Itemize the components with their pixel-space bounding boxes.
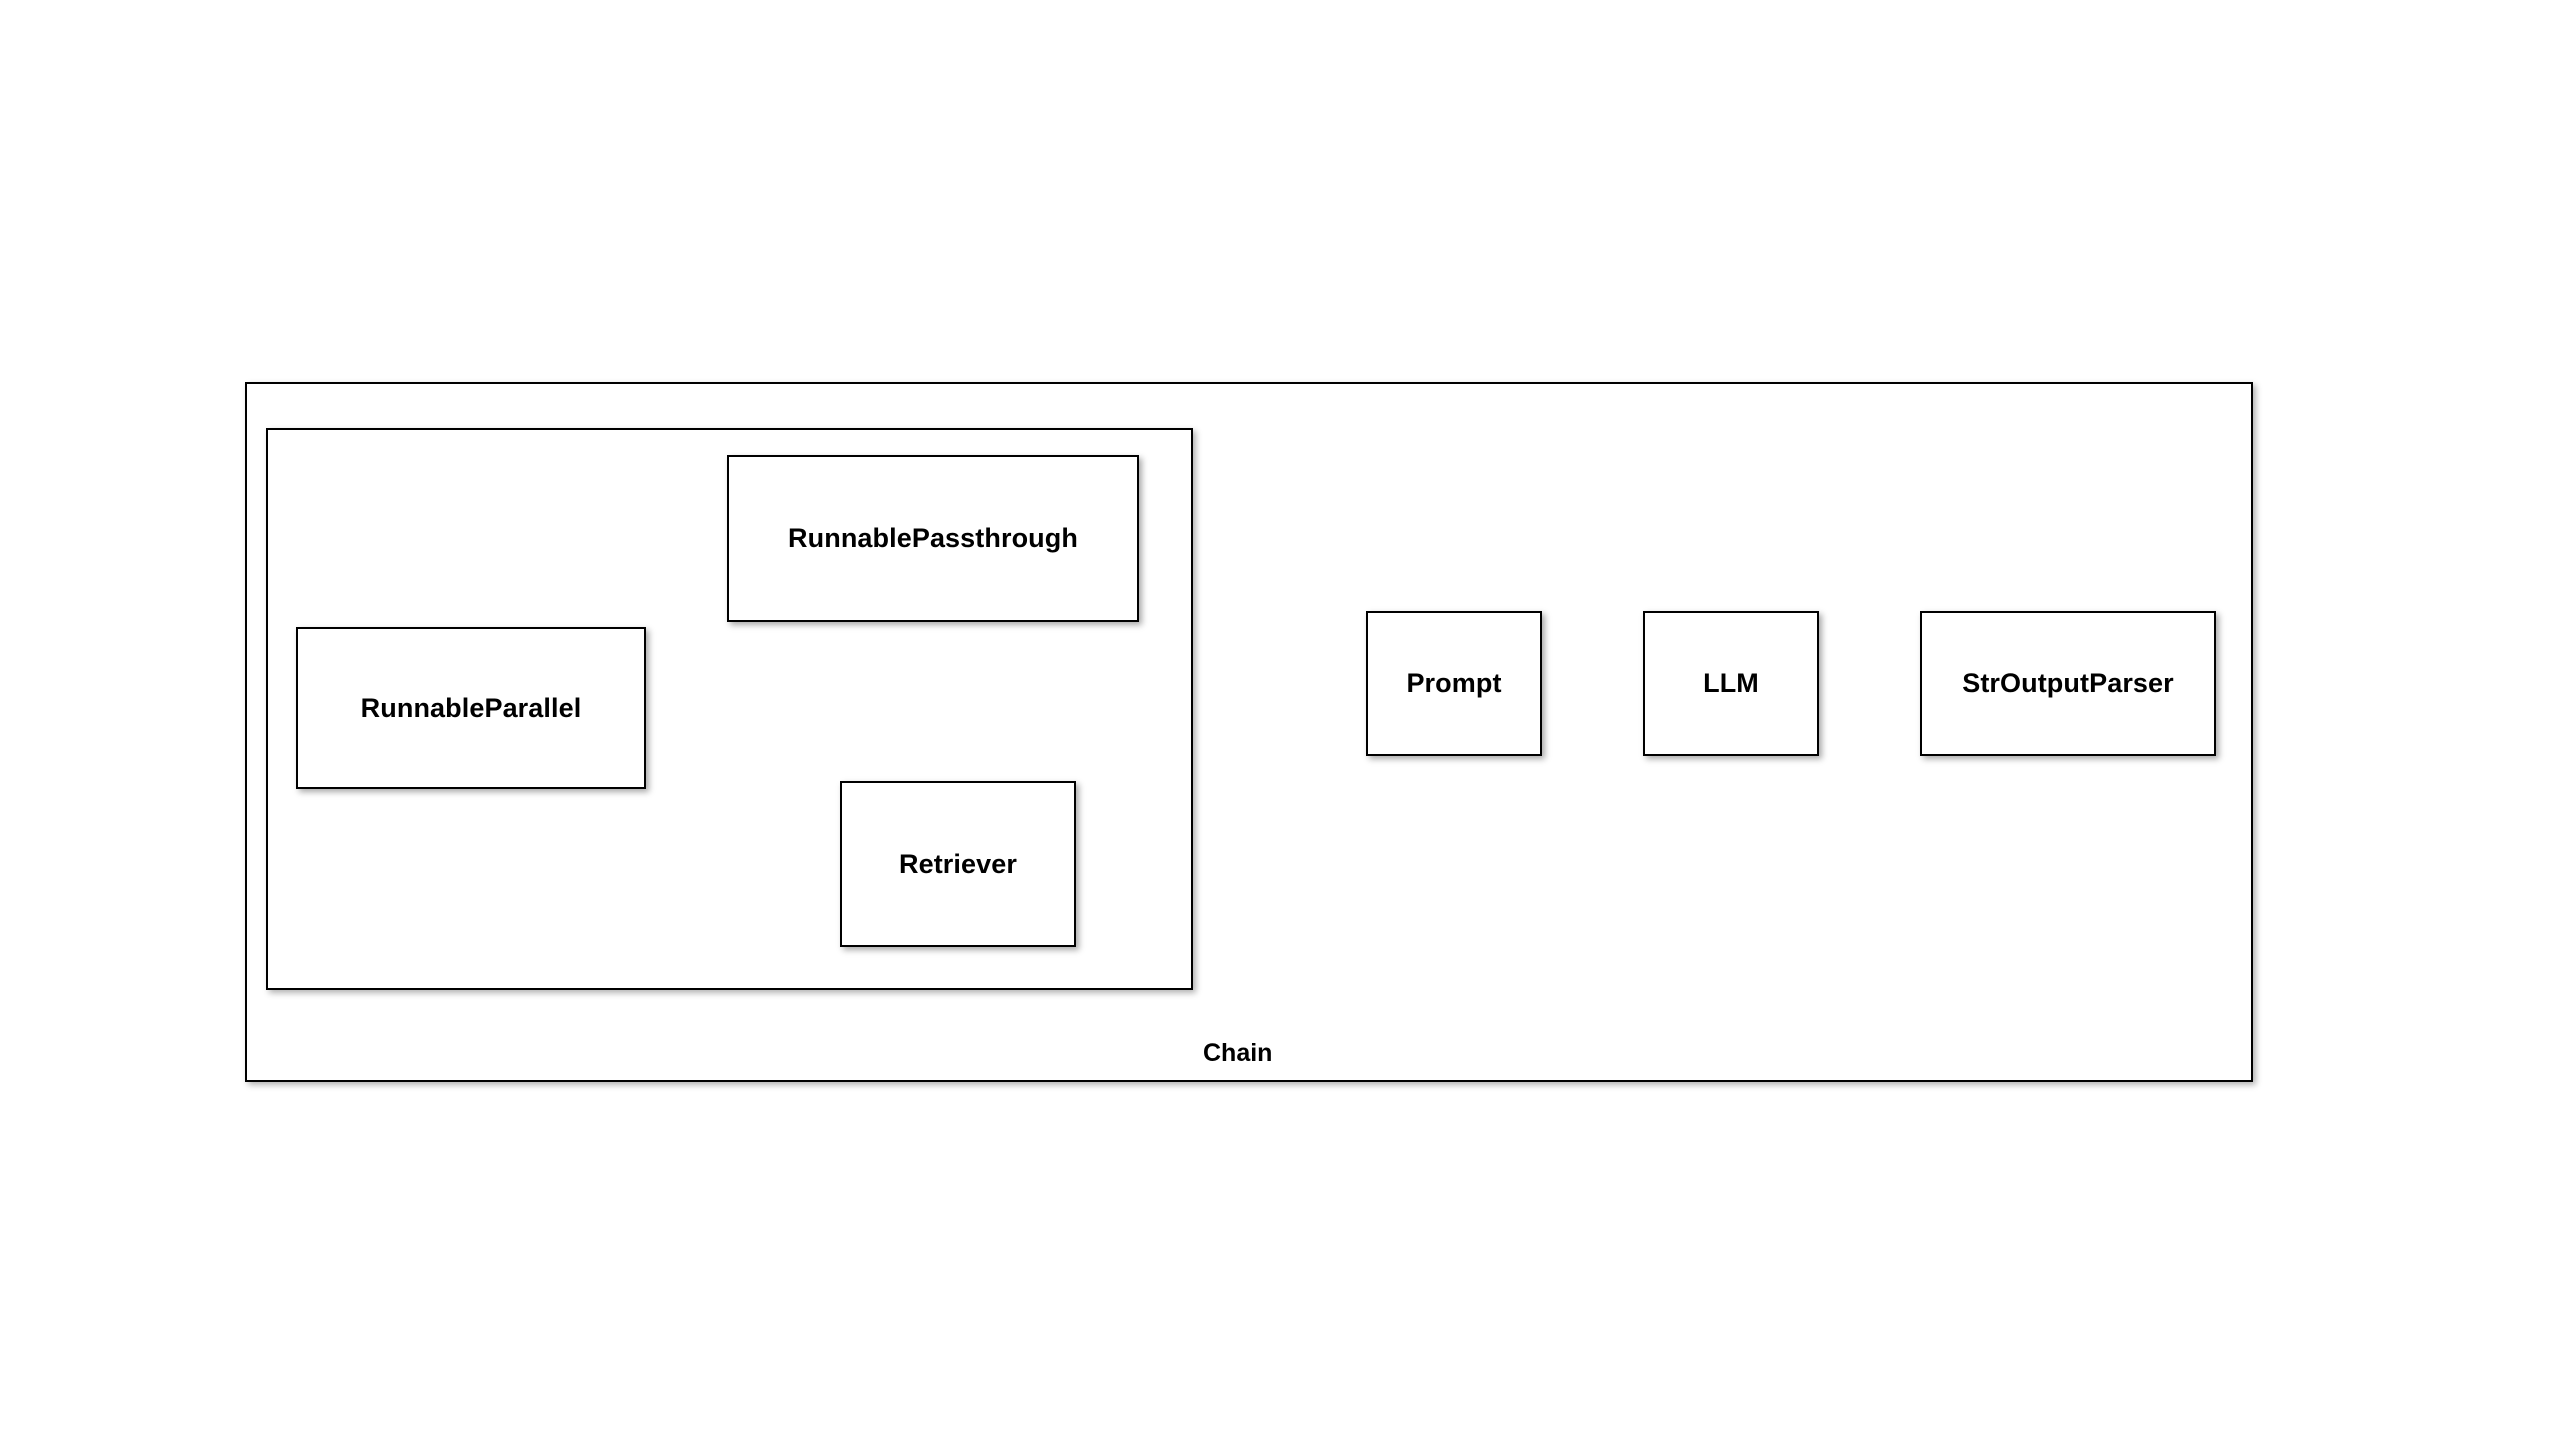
node-label: RunnablePassthrough <box>788 523 1078 553</box>
node-label: Retriever <box>899 848 1017 879</box>
node-str-output-parser[interactable]: StrOutputParser <box>1920 611 2216 756</box>
node-runnable-parallel[interactable]: RunnableParallel <box>296 627 646 789</box>
group-chain-label: Chain <box>1203 1039 1273 1067</box>
node-label: RunnableParallel <box>360 692 582 723</box>
node-label: StrOutputParser <box>1962 668 2174 698</box>
node-retriever[interactable]: Retriever <box>840 781 1076 947</box>
node-prompt[interactable]: Prompt <box>1366 611 1542 756</box>
node-label: LLM <box>1703 668 1759 698</box>
node-runnable-passthrough[interactable]: RunnablePassthrough <box>727 455 1139 622</box>
node-label: Prompt <box>1406 668 1502 698</box>
node-llm[interactable]: LLM <box>1643 611 1819 756</box>
